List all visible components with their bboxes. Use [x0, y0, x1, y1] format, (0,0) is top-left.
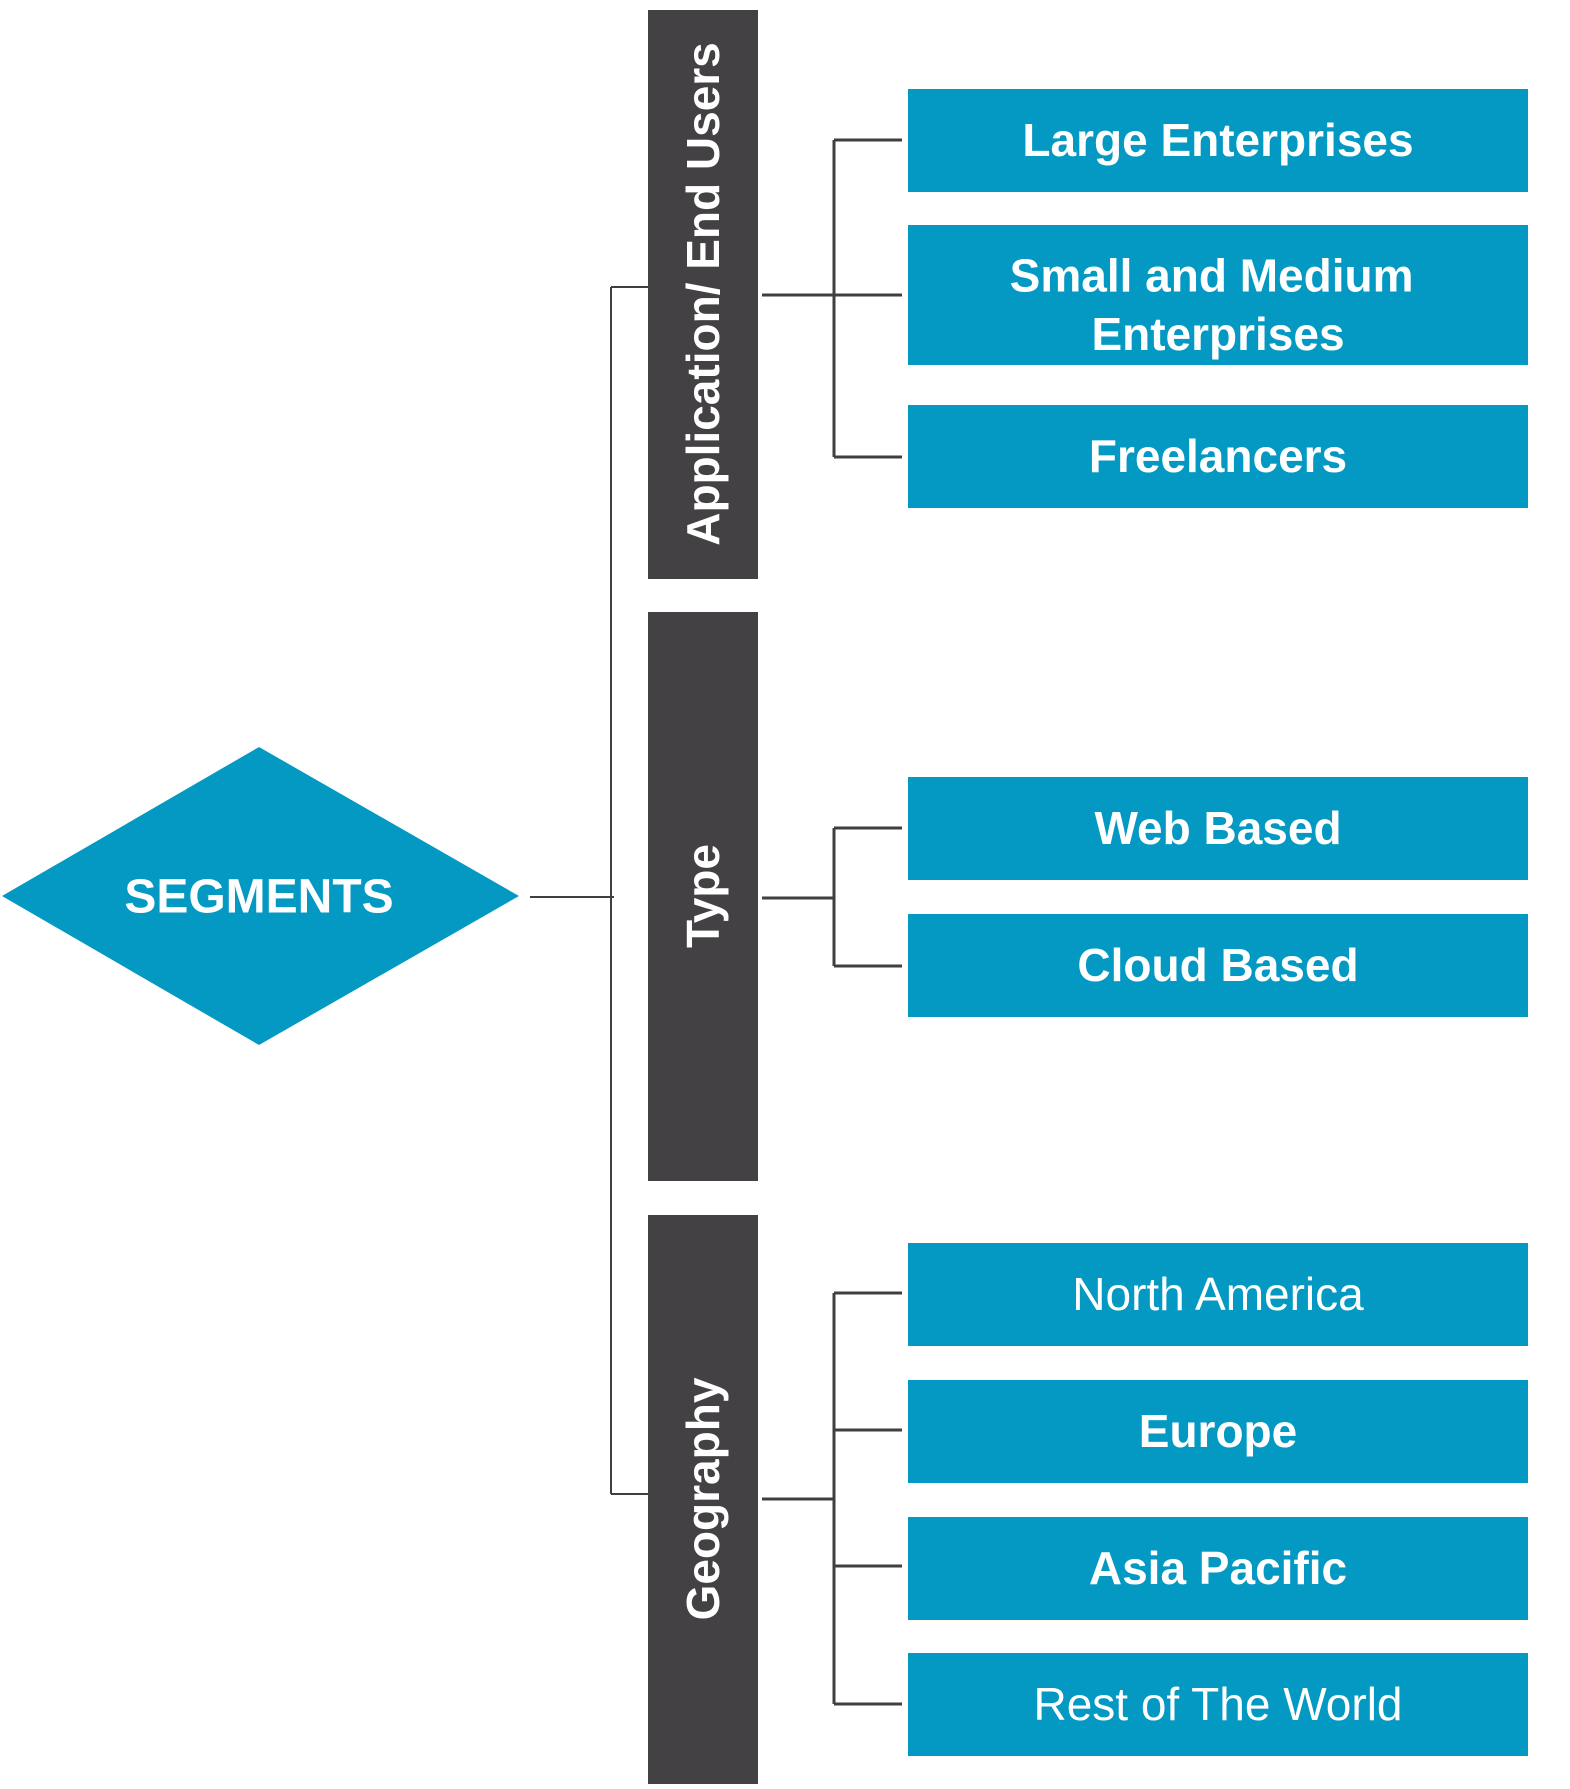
category-bar: [648, 612, 758, 1181]
category-type: Type: [648, 612, 758, 1181]
leaf-label: Large Enterprises: [1022, 114, 1413, 166]
category-label: Geography: [677, 1377, 729, 1620]
leaf-north-america: North America: [908, 1243, 1528, 1346]
connectors: [530, 138, 902, 1706]
leaf-cloud-based: Cloud Based: [908, 914, 1528, 1017]
category-label: Application/ End Users: [677, 42, 729, 546]
leaf-box: [908, 777, 1528, 880]
leaf-label: Europe: [1139, 1405, 1297, 1457]
category-bar: [648, 10, 758, 579]
root-diamond: [2, 747, 519, 1045]
category-bar: [648, 1215, 758, 1784]
leaf-label: Cloud Based: [1077, 939, 1358, 991]
leaf-asia-pacific: Asia Pacific: [908, 1517, 1528, 1620]
leaf-label: Web Based: [1094, 802, 1341, 854]
leaf-label: Small and Medium Enterprises: [1010, 249, 1427, 360]
category-label: Type: [677, 844, 729, 948]
leaf-box: [908, 89, 1528, 192]
leaf-label: North America: [1072, 1268, 1364, 1320]
leaf-box: [908, 1517, 1528, 1620]
category-geography: Geography: [648, 1215, 758, 1784]
leaf-box: [908, 1653, 1528, 1756]
leaf-box: [908, 405, 1528, 508]
category-application: Application/ End Users: [648, 10, 758, 579]
leaf-label-line: Enterprises: [1091, 308, 1344, 360]
leaf-large-enterprises: Large Enterprises: [908, 89, 1528, 192]
leaf-web-based: Web Based: [908, 777, 1528, 880]
leaf-box: [908, 1243, 1528, 1346]
leaf-freelancers: Freelancers: [908, 405, 1528, 508]
leaf-label-line: Small and Medium: [1010, 249, 1414, 301]
leaf-box: [908, 914, 1528, 1017]
leaf-rest-of-the-world: Rest of The World: [908, 1653, 1528, 1756]
leaf-label: Rest of The World: [1033, 1678, 1402, 1730]
leaf-europe: Europe: [908, 1380, 1528, 1483]
leaf-box: [908, 225, 1528, 365]
root-label: SEGMENTS: [124, 871, 393, 924]
leaf-box: [908, 1380, 1528, 1483]
leaf-small-medium-enterprises: Small and Medium Enterprises: [908, 225, 1528, 365]
leaf-label: Freelancers: [1089, 430, 1347, 482]
leaf-label: Asia Pacific: [1089, 1542, 1347, 1594]
root-node: SEGMENTS: [2, 747, 519, 1045]
